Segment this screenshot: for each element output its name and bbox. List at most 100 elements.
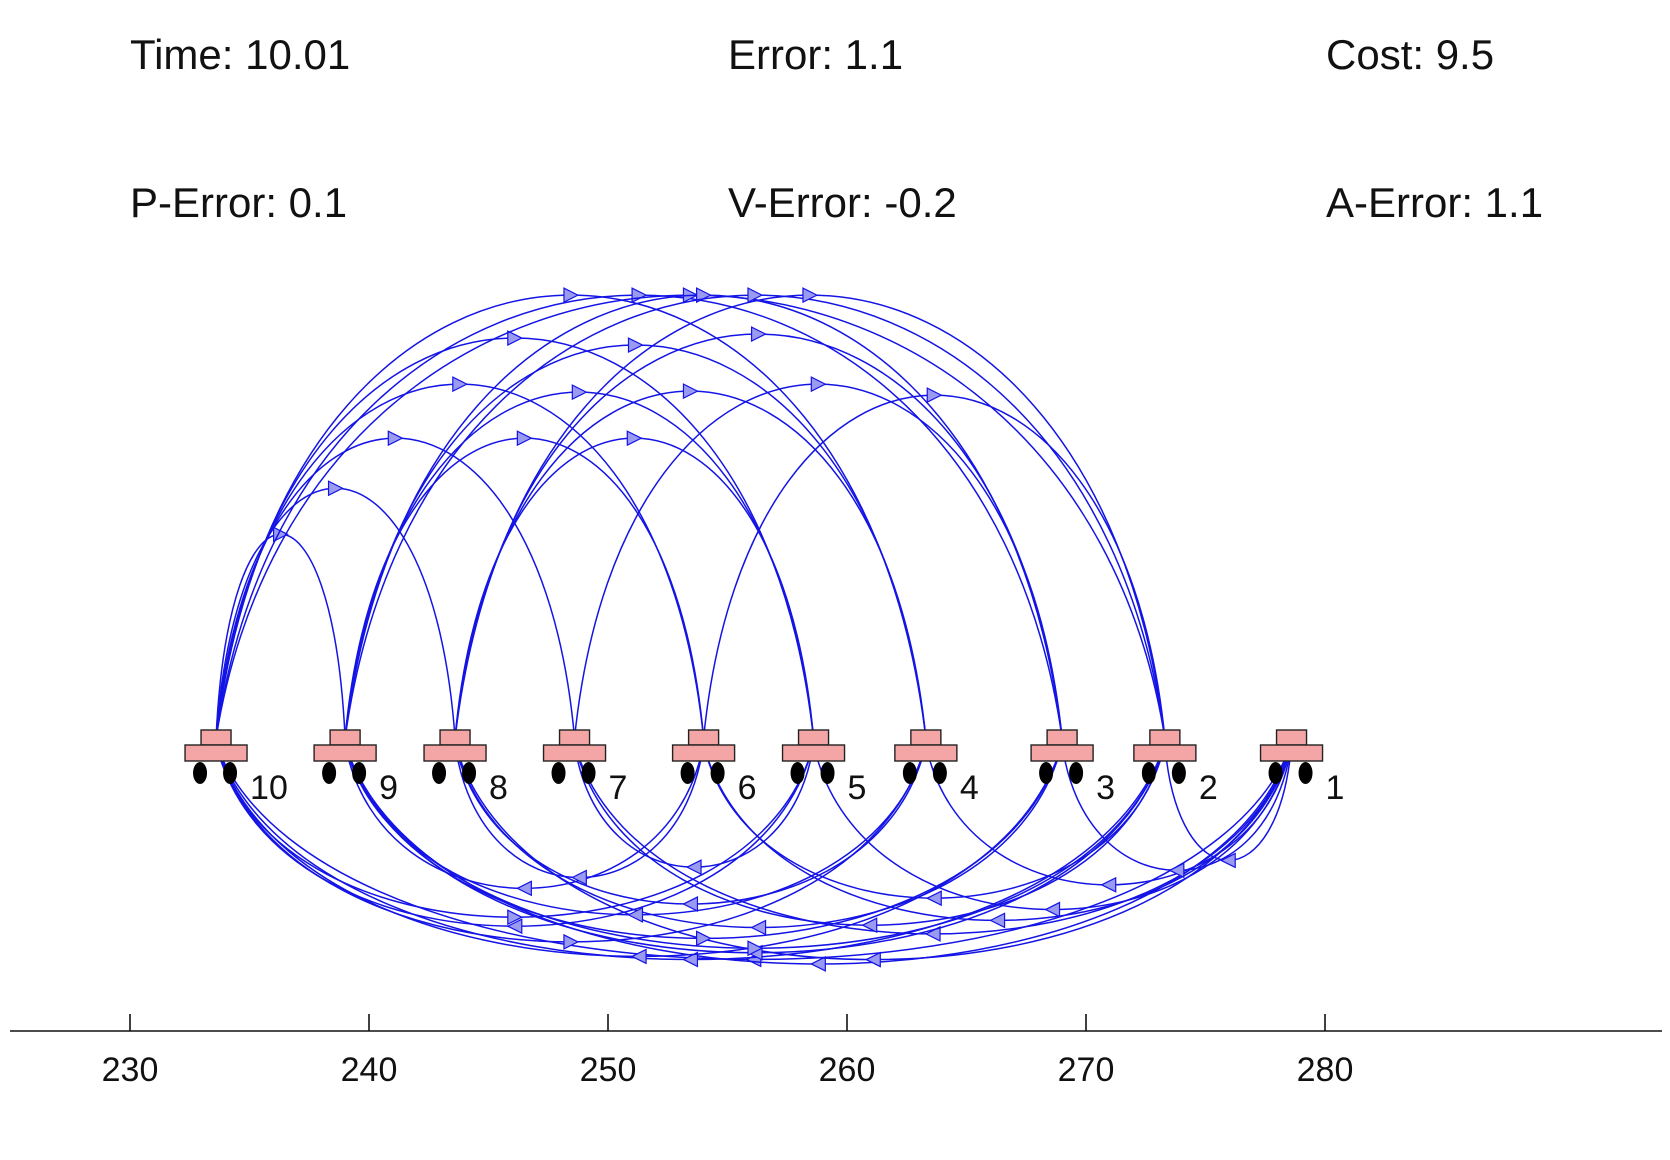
cart-icon: [781, 729, 846, 784]
cart-icon: [542, 729, 607, 784]
triangle-arrow-icon: [387, 430, 404, 447]
triangle-arrow-icon: [864, 951, 881, 968]
triangle-arrow-icon: [1100, 876, 1117, 893]
a-error-readout: A-Error: 1.1: [1326, 179, 1544, 226]
error-readout: Error: 1.1: [728, 31, 904, 78]
triangle-arrow-icon: [685, 859, 702, 876]
vehicle-label: 6: [738, 769, 757, 807]
triangle-arrow-icon: [989, 912, 1006, 929]
cart-icon: [894, 729, 958, 784]
triangle-arrow-icon: [750, 326, 767, 343]
triangle-arrow-icon: [627, 906, 644, 923]
link-arc: [573, 383, 1063, 739]
vehicle-label: 1: [1326, 769, 1345, 807]
triangle-arrow-icon: [747, 287, 764, 304]
triangle-arrow-icon: [1044, 901, 1061, 918]
axis-tick-label: 270: [1058, 1051, 1115, 1089]
triangle-arrow-icon: [925, 890, 942, 907]
cart-icon: [423, 729, 487, 784]
triangle-arrow-icon: [1219, 852, 1236, 869]
triangle-arrow-icon: [695, 930, 712, 947]
vehicle-4: 4: [894, 729, 979, 807]
time-readout: Time: 10.01: [130, 31, 351, 78]
triangle-arrow-icon: [750, 919, 767, 936]
communication-links: [215, 287, 1293, 972]
link-arc: [454, 437, 815, 739]
vehicle-label: 10: [250, 769, 288, 807]
triangle-arrow-icon: [507, 330, 524, 347]
triangle-arrow-icon: [631, 287, 648, 304]
triangle-arrow-icon: [563, 287, 580, 304]
triangle-arrow-icon: [627, 337, 644, 354]
vehicle-9: 9: [313, 729, 398, 807]
link-arc: [215, 533, 346, 739]
vehicle-label: 9: [379, 769, 398, 807]
axis-tick-label: 230: [102, 1051, 159, 1089]
axis-tick-label: 240: [341, 1051, 398, 1089]
link-arc: [215, 487, 456, 739]
cart-icon: [184, 729, 248, 784]
triangle-arrow-icon: [1168, 862, 1185, 879]
link-arc: [454, 333, 1063, 739]
vehicle-1: 1: [1259, 729, 1345, 807]
vehicle-5: 5: [781, 729, 867, 807]
triangle-arrow-icon: [810, 376, 827, 393]
link-arc: [454, 294, 1166, 739]
cart-icon: [1030, 729, 1094, 784]
vehicle-7: 7: [542, 729, 628, 807]
position-axis: 230 240 250 260 270 280: [10, 1014, 1662, 1089]
vehicle-3: 3: [1030, 729, 1115, 807]
triangle-arrow-icon: [861, 917, 878, 934]
vehicle-label: 3: [1096, 769, 1115, 807]
triangle-arrow-icon: [507, 909, 524, 926]
link-arc: [215, 294, 927, 739]
triangle-arrow-icon: [747, 940, 764, 957]
cart-icon: [1133, 729, 1197, 784]
triangle-arrow-icon: [506, 918, 523, 935]
vehicle-label: 7: [609, 769, 628, 807]
triangle-arrow-icon: [571, 384, 588, 401]
link-arc: [344, 344, 927, 739]
triangle-arrow-icon: [516, 880, 532, 897]
cart-icon: [671, 729, 736, 784]
vehicle-row: 1 2 3 4 5 6 7 8 9 10: [184, 729, 1345, 807]
link-arc: [215, 294, 1166, 739]
cart-icon: [313, 729, 377, 784]
vehicle-8: 8: [423, 729, 508, 807]
link-arc: [454, 743, 705, 879]
link-arc: [702, 394, 1166, 739]
triangle-arrow-icon: [802, 287, 819, 304]
axis-tick-label: 260: [819, 1051, 876, 1089]
p-error-readout: P-Error: 0.1: [130, 179, 348, 226]
vehicle-6: 6: [671, 729, 757, 807]
link-arc: [215, 337, 815, 739]
triangle-arrow-icon: [626, 430, 643, 447]
triangle-arrow-icon: [452, 376, 469, 393]
triangle-arrow-icon: [926, 387, 943, 404]
cost-readout: Cost: 9.5: [1326, 31, 1495, 78]
triangle-arrow-icon: [570, 869, 587, 886]
vehicle-label: 8: [489, 769, 508, 807]
link-arc: [925, 743, 1293, 886]
vehicle-10: 10: [184, 729, 288, 807]
triangle-arrow-icon: [630, 948, 647, 965]
v-error-readout: V-Error: -0.2: [728, 179, 957, 226]
vehicle-label: 2: [1199, 769, 1218, 807]
triangle-arrow-icon: [682, 383, 699, 400]
vehicle-label: 4: [960, 769, 979, 807]
triangle-arrow-icon: [682, 896, 699, 912]
triangle-arrow-icon: [563, 933, 580, 950]
cart-icon: [1259, 729, 1324, 784]
axis-tick-label: 250: [580, 1051, 637, 1089]
link-arc: [344, 743, 705, 889]
axis-tick-label: 280: [1297, 1051, 1354, 1089]
link-arc: [344, 437, 705, 739]
vehicle-label: 5: [848, 769, 867, 807]
triangle-arrow-icon: [682, 951, 699, 968]
link-arc: [215, 437, 576, 739]
triangle-arrow-icon: [516, 430, 533, 447]
triangle-arrow-icon: [327, 480, 344, 497]
link-arc: [344, 294, 1166, 739]
triangle-arrow-icon: [809, 955, 826, 972]
